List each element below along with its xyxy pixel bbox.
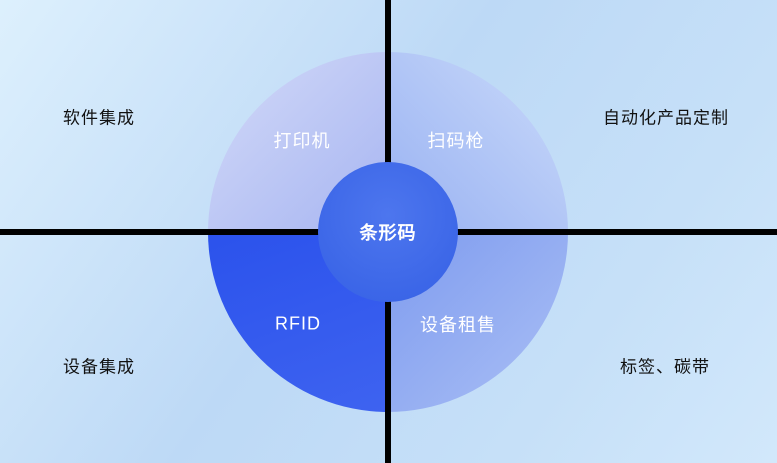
- outer-circle: [208, 52, 568, 412]
- quadrant-label-scanner: 扫码枪: [427, 131, 485, 151]
- quadrant-label-printer: 打印机: [273, 131, 331, 151]
- center-circle: 条形码: [318, 162, 458, 302]
- corner-label-labels-ribbons: 标签、碳带: [620, 357, 710, 377]
- center-circle-label: 条形码: [359, 223, 417, 243]
- corner-label-equipment-integration: 设备集成: [63, 357, 135, 377]
- corner-label-software-integration: 软件集成: [63, 108, 135, 128]
- quadrant-label-rfid: RFID: [275, 313, 321, 334]
- quadrant-label-rental: 设备租售: [420, 315, 496, 335]
- corner-label-automation-custom: 自动化产品定制: [603, 108, 729, 128]
